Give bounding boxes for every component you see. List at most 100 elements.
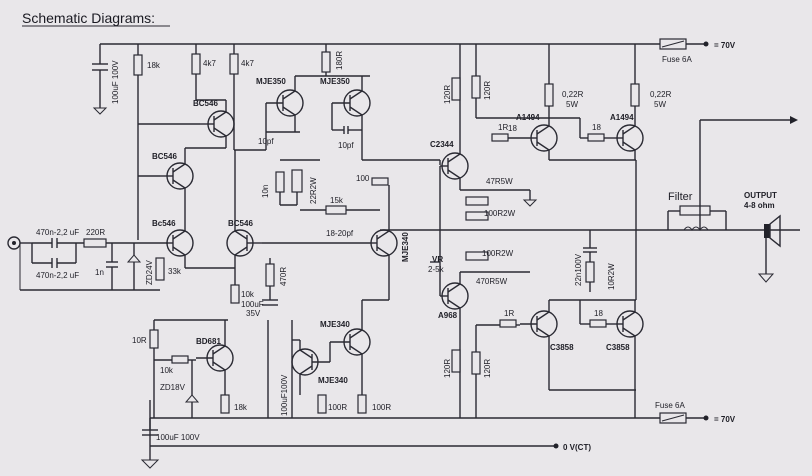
vr-val-label: 2-5k bbox=[428, 265, 445, 274]
input-jack-pin bbox=[12, 241, 16, 245]
r4k7b bbox=[229, 53, 239, 75]
zd18-label: ZD18V bbox=[160, 383, 186, 392]
speaker-cone bbox=[769, 214, 781, 248]
r470r bbox=[265, 263, 275, 287]
r100 bbox=[371, 177, 389, 186]
fuse-bottom-element bbox=[661, 414, 685, 422]
positive-rail-label: = 70V bbox=[714, 41, 736, 50]
r18k-b bbox=[220, 394, 230, 414]
fb-out-arrow bbox=[790, 116, 798, 124]
transistor-bc546-b bbox=[160, 162, 194, 190]
r22r2w-box bbox=[291, 169, 303, 193]
r1k-bot-b-label: 18 bbox=[594, 309, 603, 318]
input-cap2-label: 470n-2,2 uF bbox=[36, 271, 79, 280]
input-c1n-label: 1n bbox=[95, 268, 104, 277]
transistor-a1494-a bbox=[530, 124, 558, 152]
input-cap1-label: 470n-2,2 uF bbox=[36, 228, 79, 237]
c10pf-b-label: 10pf bbox=[338, 141, 354, 150]
r47r5w bbox=[465, 196, 489, 206]
r22r2w-label: 22R2W bbox=[309, 177, 318, 204]
r120r-b-label: 120R bbox=[483, 81, 492, 100]
fuse-bottom-label: Fuse 6A bbox=[655, 401, 685, 410]
r33k-label: 33k bbox=[168, 267, 182, 276]
r100r-b bbox=[357, 394, 367, 414]
transistor-a1494-b bbox=[610, 124, 644, 152]
output-ohm-label: 4-8 ohm bbox=[744, 201, 775, 210]
output-label: OUTPUT bbox=[744, 191, 777, 200]
r100r2w-b-label: 100R2W bbox=[482, 249, 514, 258]
transistor-bc546-a bbox=[200, 110, 235, 138]
r10r-label: 10R bbox=[132, 336, 147, 345]
r180r bbox=[321, 51, 331, 73]
r022b bbox=[630, 83, 640, 107]
r022a-w-label: 5W bbox=[566, 100, 578, 109]
negative-terminal bbox=[703, 415, 709, 421]
r1k-top-b bbox=[587, 133, 605, 142]
r120r-c bbox=[451, 349, 461, 373]
filter-inductor bbox=[683, 226, 709, 231]
r120r-d bbox=[471, 351, 481, 375]
r100r-a bbox=[317, 394, 327, 414]
r100-label: 100 bbox=[356, 174, 370, 183]
z24-label: ZD24V bbox=[145, 259, 154, 285]
zd18-diode bbox=[184, 394, 200, 403]
transistor-c3858-b bbox=[610, 310, 644, 338]
r18k-label: 18k bbox=[147, 61, 161, 70]
c18-20pf-label: 18-20pf bbox=[326, 229, 354, 238]
cap-top-label: 100uF 100V bbox=[111, 60, 120, 104]
speaker-ground bbox=[757, 273, 775, 283]
cap-bot-label: 100uF 100V bbox=[156, 433, 200, 442]
r18a-label: 18 bbox=[508, 124, 517, 133]
input-resistor-label: 220R bbox=[86, 228, 105, 237]
filter-resistor bbox=[679, 205, 711, 216]
r1k-top bbox=[491, 133, 509, 142]
r10k-b bbox=[171, 355, 189, 364]
ground-symbol bbox=[140, 459, 160, 469]
c100uf-label: 100uF bbox=[241, 300, 264, 309]
r470r-label: 470R bbox=[279, 267, 288, 286]
label-bc546-c: Bc546 bbox=[152, 219, 176, 228]
label-mje350-a: MJE350 bbox=[256, 77, 286, 86]
label-mje350-b: MJE350 bbox=[320, 77, 350, 86]
transistor-mje350-a bbox=[266, 89, 304, 117]
label-a1494-b: A1494 bbox=[610, 113, 634, 122]
r120r-c-label: 120R bbox=[443, 359, 452, 378]
r100r-a-label: 100R bbox=[328, 403, 347, 412]
c22n100v-label: 22n100V bbox=[574, 253, 583, 286]
r10k-a-label: 10k bbox=[241, 290, 255, 299]
transistor-mje340-b bbox=[330, 328, 371, 356]
r10n bbox=[275, 171, 285, 193]
r100r2w-a-label: 100R2W bbox=[484, 209, 516, 218]
transistor-bc546-c bbox=[166, 229, 194, 257]
transistor-mje350-b bbox=[332, 89, 371, 117]
r4k7a bbox=[191, 53, 201, 75]
r15k bbox=[325, 205, 347, 215]
ground-terminal bbox=[553, 443, 559, 449]
r470r5w-label: 470R5W bbox=[476, 277, 508, 286]
r1k-bot-b bbox=[589, 319, 607, 328]
label-mje340-a: MJE340 bbox=[318, 376, 348, 385]
fuse-top-element bbox=[661, 40, 685, 48]
fuse-top-label: Fuse 6A bbox=[662, 55, 692, 64]
positive-terminal bbox=[703, 41, 709, 47]
r47r5w-label: 47R5W bbox=[486, 177, 513, 186]
vr-label: VR bbox=[432, 255, 443, 264]
c100uf-v-label: 35V bbox=[246, 309, 261, 318]
transistor-bc546-d bbox=[226, 229, 262, 257]
r1k-top-b-label: 18 bbox=[592, 123, 601, 132]
transistor-mje340-a bbox=[291, 348, 330, 376]
transistor-mje340-vas bbox=[370, 229, 398, 257]
negative-rail-label: = 70V bbox=[714, 415, 736, 424]
r100r2w-a bbox=[465, 211, 489, 221]
speaker-body bbox=[764, 224, 770, 238]
r022b-w-label: 5W bbox=[654, 100, 666, 109]
transistor-a968 bbox=[440, 282, 469, 310]
label-bd681: BD681 bbox=[196, 337, 221, 346]
r15k-label: 15k bbox=[330, 196, 344, 205]
r1k-top-label: 1R bbox=[498, 123, 508, 132]
r4k7a-label: 4k7 bbox=[203, 59, 216, 68]
r10n-label: 10n bbox=[261, 185, 270, 198]
r18k-b-label: 18k bbox=[234, 403, 248, 412]
